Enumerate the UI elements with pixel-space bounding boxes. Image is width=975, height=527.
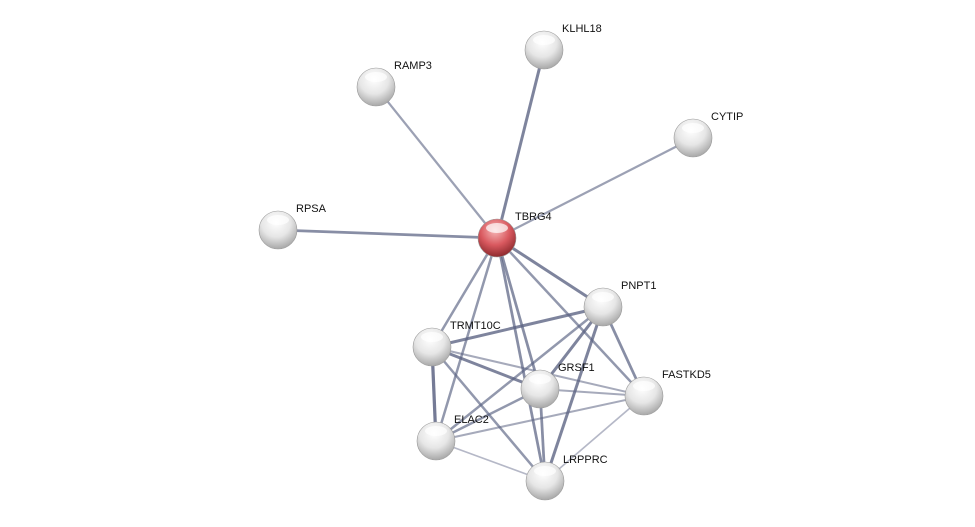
edge-elac2-fastkd5[interactable]	[435, 395, 645, 442]
edge-tbrg4-fastkd5[interactable]	[496, 237, 645, 397]
node-klhl18[interactable]: KLHL18	[524, 23, 602, 70]
node-highlight	[486, 223, 508, 233]
node-highlight	[421, 332, 443, 342]
node-highlight	[533, 35, 555, 45]
edge-trmt10c-grsf1[interactable]	[431, 345, 541, 391]
node-trmt10c[interactable]: TRMT10C	[412, 320, 501, 367]
edge-tbrg4-cytip[interactable]	[496, 136, 694, 240]
edge-pnpt1-elac2[interactable]	[435, 306, 604, 442]
edge-tbrg4-lrpprc[interactable]	[495, 237, 547, 482]
node-label: TBRG4	[515, 211, 552, 223]
node-highlight	[529, 374, 551, 384]
node-label: KLHL18	[562, 23, 602, 35]
node-label: CYTIP	[711, 111, 743, 123]
node-highlight	[534, 466, 556, 476]
node-lrpprc[interactable]: LRPPRC	[525, 454, 608, 501]
node-rpsa[interactable]: RPSA	[258, 203, 327, 250]
edge-grsf1-elac2[interactable]	[435, 387, 541, 443]
node-highlight	[592, 292, 614, 302]
node-highlight	[682, 123, 704, 133]
node-label: FASTKD5	[662, 369, 711, 381]
edge-tbrg4-ramp3[interactable]	[375, 86, 498, 239]
node-highlight	[365, 72, 387, 82]
edge-tbrg4-pnpt1[interactable]	[496, 236, 604, 309]
node-pnpt1[interactable]: PNPT1	[583, 280, 656, 327]
node-highlight	[425, 426, 447, 436]
node-label: ELAC2	[454, 414, 489, 426]
node-elac2[interactable]: ELAC2	[416, 414, 489, 461]
node-highlight	[633, 381, 655, 391]
node-label: LRPPRC	[563, 454, 608, 466]
edge-tbrg4-trmt10c[interactable]	[430, 237, 499, 348]
node-label: GRSF1	[558, 362, 595, 374]
edge-elac2-lrpprc[interactable]	[435, 440, 546, 482]
edge-pnpt1-lrpprc[interactable]	[543, 306, 605, 482]
node-cytip[interactable]: CYTIP	[673, 111, 743, 158]
node-label: RPSA	[296, 203, 327, 215]
node-label: PNPT1	[621, 280, 656, 292]
edge-fastkd5-lrpprc[interactable]	[544, 395, 645, 482]
edge-pnpt1-trmt10c[interactable]	[431, 305, 604, 349]
node-label: RAMP3	[394, 60, 432, 72]
node-label: TRMT10C	[450, 320, 501, 332]
edge-tbrg4-klhl18[interactable]	[495, 49, 546, 239]
edge-tbrg4-rpsa[interactable]	[277, 228, 498, 240]
node-highlight	[267, 215, 289, 225]
node-ramp3[interactable]: RAMP3	[356, 60, 432, 107]
node-tbrg4[interactable]: TBRG4	[477, 211, 552, 258]
node-grsf1[interactable]: GRSF1	[520, 362, 595, 409]
node-fastkd5[interactable]: FASTKD5	[624, 369, 711, 416]
